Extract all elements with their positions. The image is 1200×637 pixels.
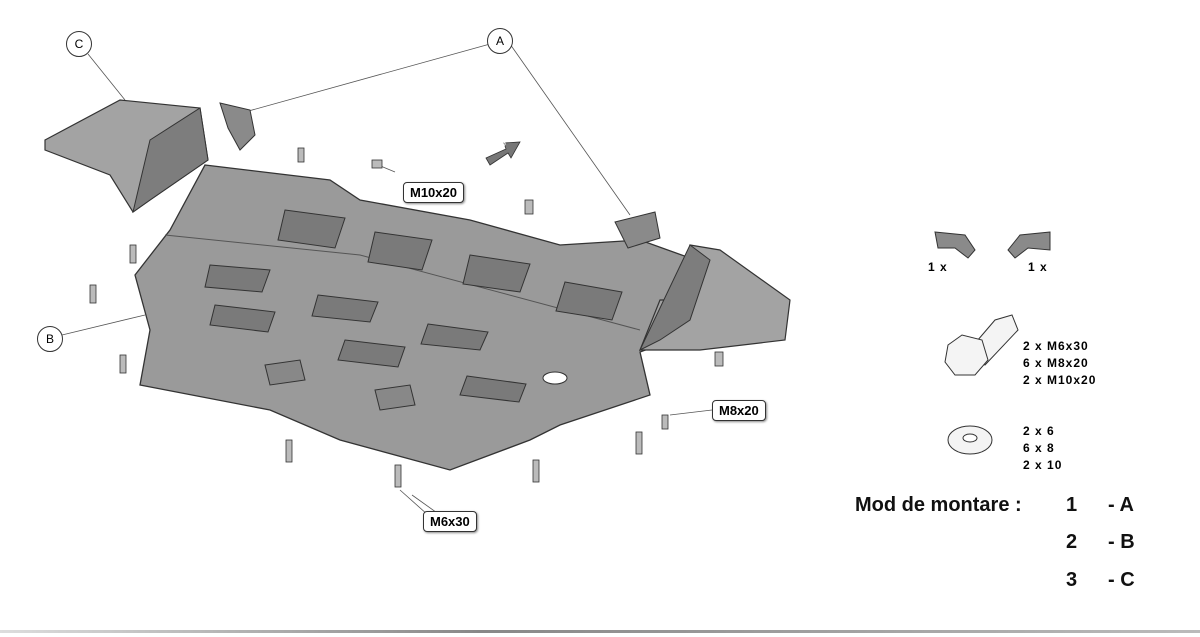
bolt-line: 2 x M6x30 bbox=[1023, 339, 1089, 353]
bottom-divider bbox=[0, 630, 1200, 633]
bolt-line: 6 x M8x20 bbox=[1023, 356, 1089, 370]
bracket-a-left bbox=[219, 102, 256, 151]
fwd-arrow-icon bbox=[485, 141, 521, 166]
step-number: 2 bbox=[1066, 531, 1078, 553]
bolts bbox=[89, 147, 724, 488]
mounting-title: Mod de montare : bbox=[855, 494, 1022, 516]
callout-b: B bbox=[37, 326, 63, 352]
step-number: 3 bbox=[1066, 569, 1078, 591]
callout-a: A bbox=[487, 28, 513, 54]
washer-icon bbox=[947, 425, 993, 455]
bracket-right-qty: 1 x bbox=[1028, 260, 1048, 274]
bolt-line: 2 x M10x20 bbox=[1023, 373, 1097, 387]
bracket-right-icon bbox=[1007, 231, 1051, 259]
plate-openings bbox=[204, 209, 623, 403]
leader-lines bbox=[61, 43, 713, 516]
label-m10x20: M10x20 bbox=[403, 182, 464, 203]
label-m8x20: M8x20 bbox=[712, 400, 766, 421]
bolt-list: 2 x M6x30 6 x M8x20 2 x M10x20 bbox=[1023, 338, 1096, 389]
washer-list: 2 x 6 6 x 8 2 x 10 bbox=[1023, 423, 1062, 474]
bracket-left-icon bbox=[934, 231, 976, 259]
bracket-a-right bbox=[614, 211, 661, 249]
washer-line: 2 x 6 bbox=[1023, 424, 1055, 438]
bracket-left-qty: 1 x bbox=[928, 260, 948, 274]
label-m6x30: M6x30 bbox=[423, 511, 477, 532]
step-letter: - A bbox=[1108, 494, 1134, 516]
step-letter: - B bbox=[1108, 531, 1135, 553]
bolt-icon bbox=[944, 314, 1019, 376]
callout-c: C bbox=[66, 31, 92, 57]
step-letter: - C bbox=[1108, 569, 1135, 591]
step-number: 1 bbox=[1066, 494, 1078, 516]
main-plate-b bbox=[134, 164, 701, 471]
washer-line: 6 x 8 bbox=[1023, 441, 1055, 455]
washer-line: 2 x 10 bbox=[1023, 458, 1063, 472]
